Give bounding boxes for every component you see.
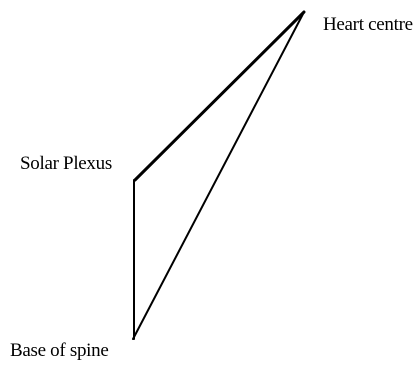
edge-solar-to-heart bbox=[133, 10, 306, 182]
base-of-spine-label: Base of spine bbox=[10, 340, 108, 361]
solar-plexus-label: Solar Plexus bbox=[20, 153, 112, 174]
triangle-edges bbox=[132, 10, 306, 340]
heart-centre-label: Heart centre bbox=[323, 14, 413, 35]
edge-base-to-heart bbox=[132, 11, 305, 340]
